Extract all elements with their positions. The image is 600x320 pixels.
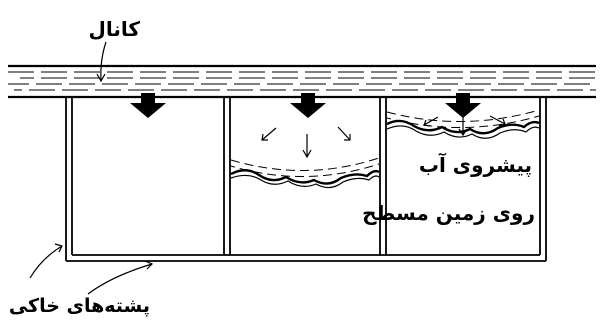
spread-arrows-basin-2 <box>261 126 351 159</box>
inflow-arrow-basin-1 <box>130 93 166 118</box>
canal-channel <box>8 64 596 99</box>
basins <box>65 97 547 262</box>
canal-label: کانال <box>88 17 140 41</box>
spread-arrows-basin-3 <box>423 115 506 137</box>
levees-label: پشته‌های خاکی <box>9 295 150 317</box>
inflow-arrow-basin-2 <box>290 93 326 118</box>
inflow-arrow-basin-3 <box>445 93 481 118</box>
water-advance-label-line-1: پیشروی آب <box>419 152 532 178</box>
water-advance-label-line-2: روی زمین مسطح <box>362 201 535 225</box>
water-front-basin-3 <box>386 109 540 139</box>
water-front-basin-2 <box>230 157 380 189</box>
inflow-arrows <box>130 93 481 118</box>
label-leaders <box>29 41 154 295</box>
